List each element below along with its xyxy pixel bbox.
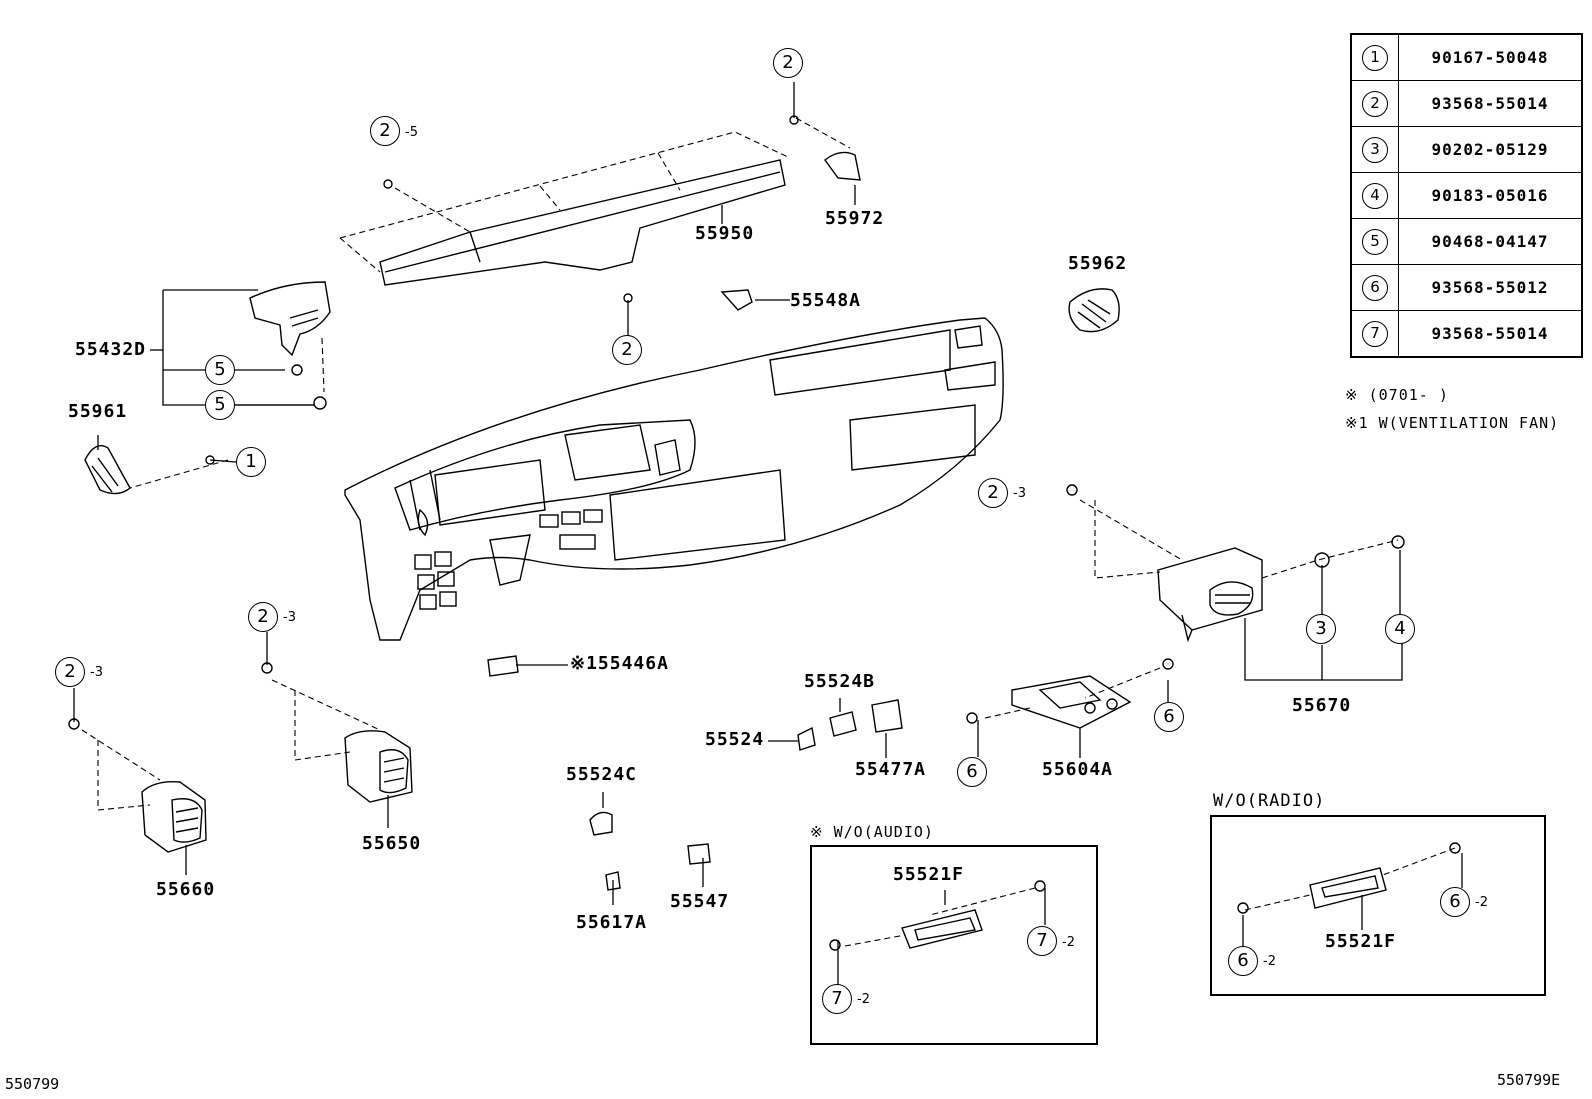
label-55962: 55962 xyxy=(1068,253,1128,274)
callout-2: 2 xyxy=(612,335,642,365)
table-part-number: 90468-04147 xyxy=(1398,218,1583,265)
table-number: 1 xyxy=(1362,44,1388,71)
label-55604A: 55604A xyxy=(1042,759,1114,780)
label-55446A: ※155446A xyxy=(570,653,669,674)
grille-55962-shape xyxy=(1068,288,1120,333)
callout-6: 6 xyxy=(1440,887,1470,917)
switch-55446A-shape xyxy=(487,655,519,677)
callout-5: 5 xyxy=(205,355,235,385)
callout-6: 6 xyxy=(1228,946,1258,976)
label-55524C: 55524C xyxy=(566,764,638,785)
box-55521F-radio-shape xyxy=(1237,842,1461,914)
callout-2: 2 xyxy=(248,602,278,632)
vent-55650-shape xyxy=(261,662,413,803)
bracket-55604A-shape xyxy=(966,658,1174,729)
side-cover-55432D-shape xyxy=(249,281,331,410)
note-ventilation-fan: ※1 W(VENTILATION FAN) xyxy=(1345,414,1560,432)
side-vent-55961-shape xyxy=(84,445,215,495)
label-55670: 55670 xyxy=(1292,695,1352,716)
quantity: -5 xyxy=(405,125,418,140)
clip-55617A-shape xyxy=(605,871,621,891)
top-pad-shape xyxy=(379,115,799,303)
table-row: 5 90468-04147 xyxy=(1350,218,1583,265)
table-number: 5 xyxy=(1362,228,1388,255)
label-55521F-audio: 55521F xyxy=(893,864,965,885)
clip-55972-shape xyxy=(824,151,861,181)
quantity: -2 xyxy=(1475,895,1488,910)
table-part-number: 90167-50048 xyxy=(1398,33,1583,81)
clip-55524C-shape xyxy=(589,811,613,836)
table-part-number: 93568-55012 xyxy=(1398,264,1583,311)
quantity: -2 xyxy=(857,992,870,1007)
label-55660: 55660 xyxy=(156,879,216,900)
table-row: 1 90167-50048 xyxy=(1350,33,1583,81)
label-55547: 55547 xyxy=(670,891,730,912)
label-55524B: 55524B xyxy=(804,671,876,692)
clip-55547-shape xyxy=(687,843,711,865)
label-55950: 55950 xyxy=(695,223,755,244)
note-date-range: ※ (0701- ) xyxy=(1345,386,1449,404)
radio-box-title: W/O(RADIO) xyxy=(1213,791,1326,811)
clip-55524B-shape xyxy=(829,711,857,737)
assembly-dashed-lines xyxy=(81,117,1456,947)
quantity: -2 xyxy=(1263,954,1276,969)
label-55972: 55972 xyxy=(825,208,885,229)
callout-2: 2 xyxy=(978,478,1008,508)
quantity: -2 xyxy=(1062,935,1075,950)
figure-code-left: 550799 xyxy=(5,1075,60,1093)
instrument-panel-shape xyxy=(344,317,1004,641)
table-part-number: 90202-05129 xyxy=(1398,126,1583,173)
table-number: 3 xyxy=(1362,136,1388,163)
figure-code-right: 550799E xyxy=(1497,1071,1561,1089)
table-part-number: 93568-55014 xyxy=(1398,80,1583,127)
audio-variant-box xyxy=(810,845,1098,1045)
label-55548A: 55548A xyxy=(790,290,862,311)
clip-55548A-shape xyxy=(720,289,753,311)
callout-7: 7 xyxy=(822,984,852,1014)
quantity: -3 xyxy=(283,610,296,625)
label-55521F-radio: 55521F xyxy=(1325,931,1397,952)
callout-5: 5 xyxy=(205,390,235,420)
callout-6: 6 xyxy=(957,757,987,787)
label-55617A: 55617A xyxy=(576,912,648,933)
table-part-number: 90183-05016 xyxy=(1398,172,1583,219)
label-55650: 55650 xyxy=(362,833,422,854)
table-row: 2 93568-55014 xyxy=(1350,80,1583,127)
table-number: 6 xyxy=(1362,274,1388,301)
callout-4: 4 xyxy=(1385,614,1415,644)
box-55521F-audio-shape xyxy=(829,880,1046,951)
label-55961: 55961 xyxy=(68,401,128,422)
clip-55477A-shape xyxy=(871,699,903,733)
radio-variant-box xyxy=(1210,815,1546,996)
table-row: 7 93568-55014 xyxy=(1350,310,1583,358)
callout-2: 2 xyxy=(773,48,803,78)
callout-6: 6 xyxy=(1154,702,1184,732)
callout-2: 2 xyxy=(370,116,400,146)
vent-55660-shape xyxy=(68,718,207,853)
table-row: 4 90183-05016 xyxy=(1350,172,1583,219)
table-row: 6 93568-55012 xyxy=(1350,264,1583,311)
vent-55670-shape xyxy=(1066,484,1405,643)
quantity: -3 xyxy=(90,665,103,680)
table-number: 4 xyxy=(1362,182,1388,209)
fastener-reference-table: 1 90167-50048 2 93568-55014 3 90202-05129 4… xyxy=(1350,33,1583,358)
quantity: -3 xyxy=(1013,486,1026,501)
table-part-number: 93568-55014 xyxy=(1398,310,1583,358)
table-number: 7 xyxy=(1362,320,1388,347)
table-number: 2 xyxy=(1362,90,1388,117)
callout-1: 1 xyxy=(236,447,266,477)
label-55432D: 55432D xyxy=(75,339,147,360)
callout-3: 3 xyxy=(1306,614,1336,644)
callout-2: 2 xyxy=(55,657,85,687)
label-55477A: 55477A xyxy=(855,759,927,780)
audio-box-title: ※ W/O(AUDIO) xyxy=(810,823,934,841)
table-row: 3 90202-05129 xyxy=(1350,126,1583,173)
label-55524: 55524 xyxy=(705,729,765,750)
callout-7: 7 xyxy=(1027,926,1057,956)
leader-lines xyxy=(73,82,1463,985)
clip-55524-shape xyxy=(797,726,816,751)
